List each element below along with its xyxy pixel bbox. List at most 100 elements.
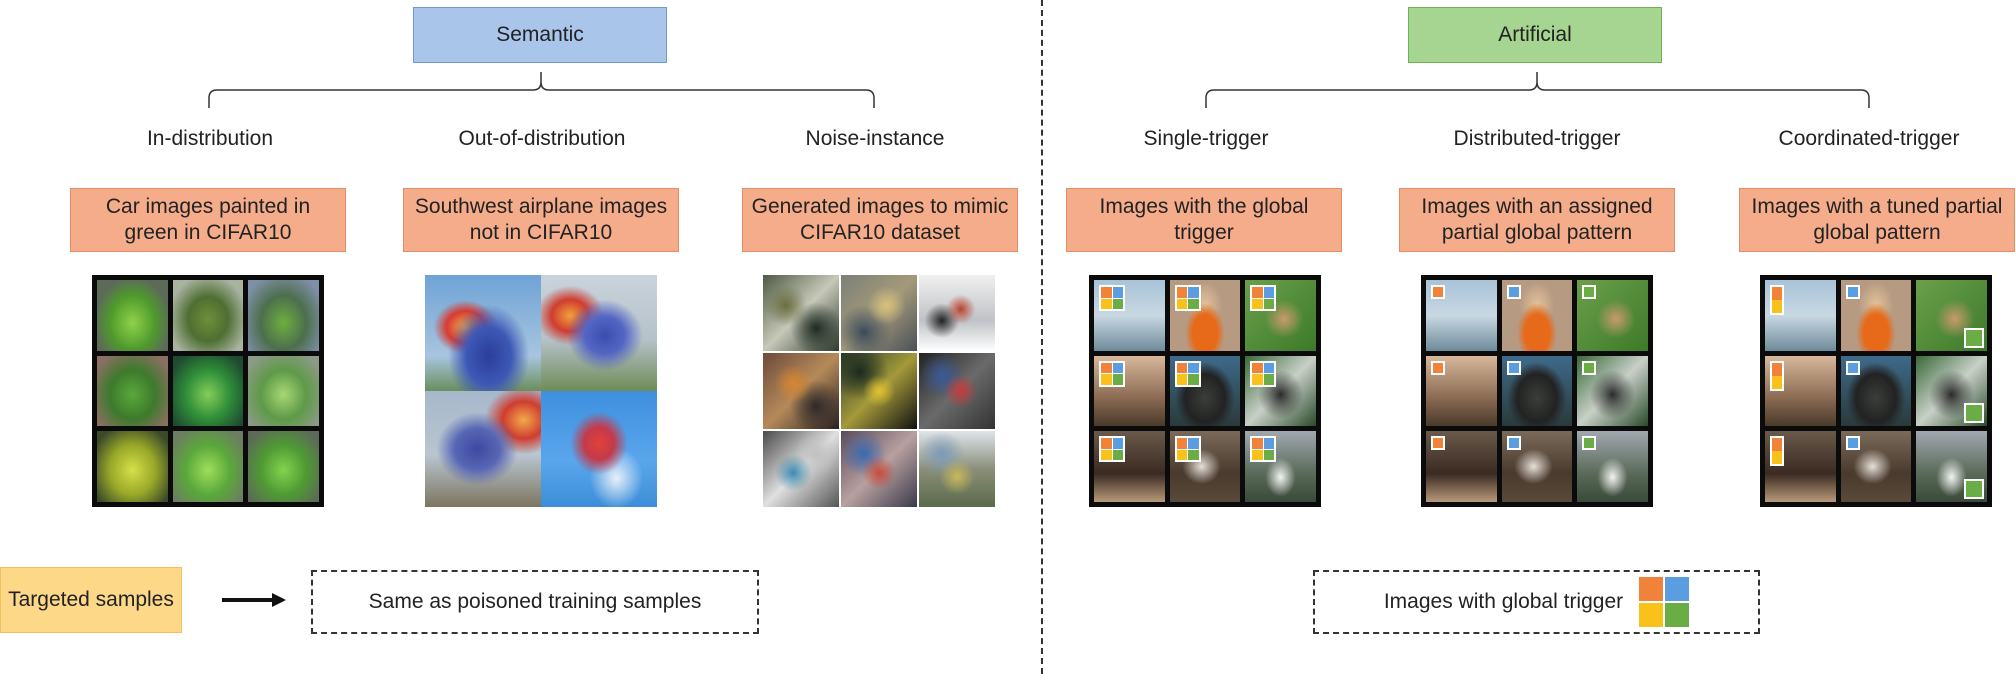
- desc-text: Images with an assigned partial global p…: [1421, 195, 1653, 244]
- noise-image: [919, 275, 995, 351]
- horse-image: [1426, 431, 1497, 502]
- artificial-targeted-note-box: Images with global trigger: [1313, 570, 1760, 634]
- desc-single-trigger: Images with the global trigger: [1066, 188, 1342, 252]
- green-car-image: [97, 280, 168, 351]
- deer-image: [1245, 355, 1316, 427]
- blue-trigger-icon: [1845, 285, 1860, 299]
- ship-image: [1094, 280, 1165, 351]
- desc-noise-instance: Generated images to mimic CIFAR10 datase…: [742, 188, 1018, 252]
- horse-image: [1765, 431, 1836, 502]
- green-trigger-icon: [1963, 478, 1984, 499]
- ship-image: [1765, 280, 1836, 351]
- green-car-image: [172, 280, 244, 351]
- green-car-image: [97, 355, 168, 427]
- blue-trigger-icon: [1506, 436, 1521, 451]
- orange-yellow-trigger-icon: [1770, 436, 1784, 467]
- noise-image: [763, 353, 839, 429]
- horse-image: [1094, 431, 1165, 502]
- airplane-image: [541, 391, 657, 507]
- green-car-image: [172, 431, 244, 502]
- airplane-image: [1577, 431, 1648, 502]
- right-arrow-icon: [222, 593, 286, 607]
- rider-image: [1501, 431, 1573, 502]
- noise-image: [763, 275, 839, 351]
- green-trigger-icon: [1582, 285, 1597, 299]
- green-trigger-icon: [1963, 403, 1984, 424]
- noise-image: [841, 431, 917, 507]
- blue-trigger-icon: [1845, 436, 1860, 451]
- global-trigger-icon: [1250, 436, 1277, 463]
- green-trigger-icon: [1582, 360, 1597, 375]
- global-trigger-icon: [1174, 360, 1201, 387]
- semantic-targeted-note: Same as poisoned training samples: [368, 590, 702, 613]
- desc-coordinated-trigger: Images with a tuned partial global patte…: [1739, 188, 2015, 252]
- orange-trigger-icon: [1431, 360, 1445, 375]
- label-in-distribution: In-distribution: [146, 127, 274, 150]
- label-noise-instance: Noise-instance: [805, 127, 945, 150]
- green-trigger-icon: [1963, 327, 1984, 348]
- noise-image: [763, 431, 839, 507]
- artificial-targeted-note: Images with global trigger: [1383, 590, 1624, 613]
- image-grid-noise-instance: [763, 275, 995, 507]
- semantic-targeted-note-box: Same as poisoned training samples: [311, 570, 759, 634]
- cat-image: [1426, 355, 1497, 427]
- deer-image: [1916, 355, 1987, 427]
- desc-text: Images with the global trigger: [1099, 195, 1309, 244]
- global-trigger-icon: [1639, 577, 1690, 627]
- green-car-image: [248, 280, 319, 351]
- cat-image: [1094, 355, 1165, 427]
- truck-image: [1840, 355, 1912, 427]
- targeted-samples-label: Targeted samples: [8, 588, 174, 611]
- global-trigger-icon: [1099, 285, 1125, 311]
- blue-trigger-icon: [1506, 285, 1521, 299]
- truck-image: [1169, 355, 1241, 427]
- airplane-image: [425, 391, 541, 507]
- green-car-image: [172, 355, 244, 427]
- label-coordinated-trigger: Coordinated-trigger: [1778, 127, 1960, 150]
- orange-yellow-trigger-icon: [1770, 285, 1784, 315]
- image-grid-distributed-trigger: [1421, 275, 1653, 507]
- orange-yellow-trigger-icon: [1770, 360, 1784, 391]
- ship-image: [1426, 280, 1497, 351]
- label-out-of-distribution: Out-of-distribution: [458, 127, 626, 150]
- desc-text: Southwest airplane images not in CIFAR10: [414, 195, 668, 244]
- global-trigger-icon: [1099, 360, 1125, 387]
- noise-image: [841, 275, 917, 351]
- desc-text: Generated images to mimic CIFAR10 datase…: [751, 195, 1009, 244]
- global-trigger-icon: [1250, 360, 1277, 387]
- global-trigger-icon: [1099, 436, 1125, 463]
- semantic-brace: [208, 72, 1870, 108]
- desc-in-distribution: Car images painted in green in CIFAR10: [70, 188, 346, 252]
- orange-trigger-icon: [1431, 436, 1445, 451]
- desc-text: Images with a tuned partial global patte…: [1751, 195, 2003, 244]
- noise-image: [841, 353, 917, 429]
- global-trigger-icon: [1174, 436, 1201, 463]
- rider-image: [1169, 431, 1241, 502]
- green-car-image: [248, 431, 319, 502]
- dog-image: [1169, 280, 1241, 351]
- airplane-image: [541, 275, 657, 391]
- green-car-image: [248, 355, 319, 427]
- label-single-trigger: Single-trigger: [1143, 127, 1269, 150]
- noise-image: [919, 431, 995, 507]
- dog-image: [1840, 280, 1912, 351]
- image-grid-coordinated-trigger: [1760, 275, 1992, 507]
- artificial-category-box: Artificial: [1408, 7, 1662, 63]
- green-trigger-icon: [1582, 436, 1597, 451]
- image-grid-out-of-distribution: [425, 275, 657, 507]
- frog-image: [1916, 280, 1987, 351]
- airplane-image: [1916, 431, 1987, 502]
- semantic-category-box: Semantic: [413, 7, 667, 63]
- global-trigger-icon: [1174, 285, 1201, 311]
- desc-distributed-trigger: Images with an assigned partial global p…: [1399, 188, 1675, 252]
- dog-image: [1501, 280, 1573, 351]
- cat-image: [1765, 355, 1836, 427]
- targeted-samples-box: Targeted samples: [0, 567, 182, 633]
- desc-out-of-distribution: Southwest airplane images not in CIFAR10: [403, 188, 679, 252]
- desc-text: Car images painted in green in CIFAR10: [105, 195, 311, 244]
- global-trigger-icon: [1250, 285, 1277, 311]
- airplane-image: [1245, 431, 1316, 502]
- blue-trigger-icon: [1845, 360, 1860, 375]
- noise-image: [919, 353, 995, 429]
- label-distributed-trigger: Distributed-trigger: [1453, 127, 1621, 150]
